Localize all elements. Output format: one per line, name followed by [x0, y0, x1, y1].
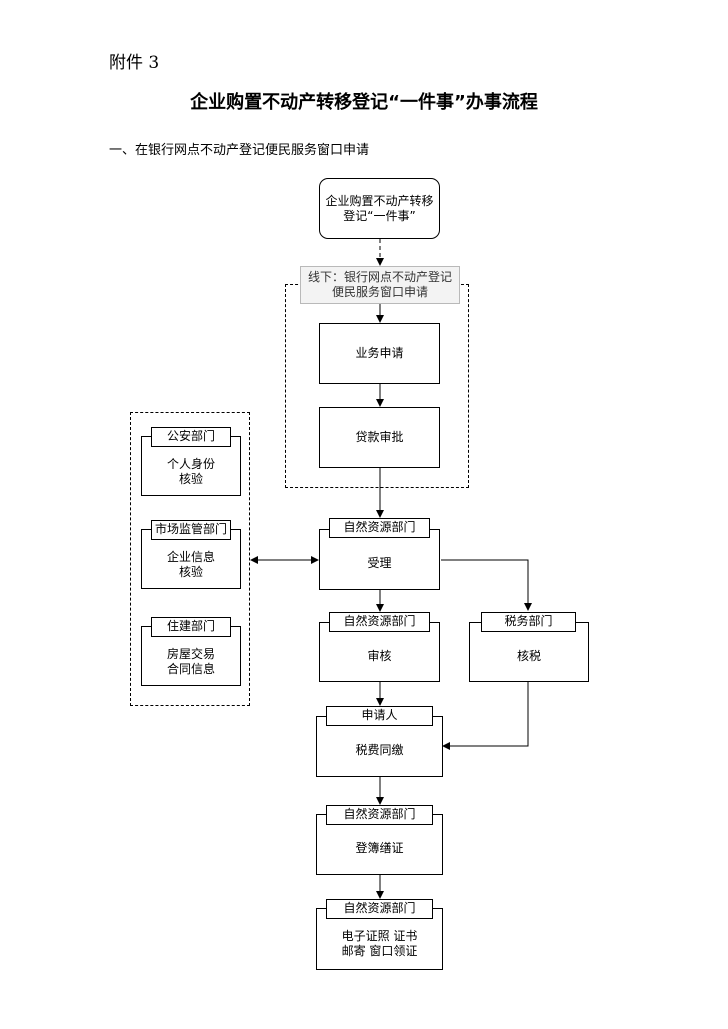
accept-step-text: 受理: [367, 556, 392, 570]
certificate-dept-tag: 自然资源部门: [326, 899, 433, 919]
business-apply-text: 业务申请: [355, 346, 404, 360]
certificate-step-text: 电子证照 证书邮寄 窗口领证: [341, 929, 418, 958]
offline-channel-label: 线下：银行网点不动产登记便民服务窗口申请: [300, 266, 460, 304]
tax-check-step: 核税: [469, 622, 589, 682]
tax-dept-tag: 税务部门: [481, 612, 576, 632]
payment-step: 税费同缴: [316, 716, 443, 777]
tax-check-text: 核税: [516, 648, 541, 663]
start-node-text: 企业购置不动产转移登记“一件事”: [325, 193, 434, 223]
enterprise-dept-tag: 市场监管部门: [151, 520, 231, 540]
arrow-tax-to-payment: [442, 682, 529, 750]
registration-step-text: 登簿缮证: [355, 841, 404, 855]
loan-approval-step: 贷款审批: [319, 407, 440, 468]
registration-dept-tag: 自然资源部门: [326, 805, 433, 825]
business-apply-step: 业务申请: [319, 323, 440, 384]
attachment-label: 附件 3: [109, 53, 160, 73]
accept-dept-tag: 自然资源部门: [329, 518, 430, 538]
identity-dept-tag: 公安部门: [151, 427, 231, 447]
offline-channel-text: 线下：银行网点不动产登记便民服务窗口申请: [307, 270, 452, 299]
document-title: 企业购置不动产转移登记“一件事”办事流程: [190, 92, 538, 113]
identity-check-text: 个人身份核验: [166, 457, 215, 486]
loan-approval-text: 贷款审批: [355, 430, 404, 444]
start-node: 企业购置不动产转移登记“一件事”: [319, 178, 440, 239]
housing-dept-tag: 住建部门: [151, 617, 231, 637]
review-dept-tag: 自然资源部门: [329, 612, 430, 632]
section-heading: 一、在银行网点不动产登记便民服务窗口申请: [109, 143, 370, 158]
payment-step-text: 税费同缴: [355, 743, 404, 757]
review-step: 审核: [319, 622, 440, 682]
enterprise-check-text: 企业信息核验: [166, 550, 215, 579]
housing-check-text: 房屋交易合同信息: [166, 647, 215, 676]
review-step-text: 审核: [367, 648, 392, 663]
payment-dept-tag: 申请人: [326, 706, 433, 726]
accept-step: 受理: [319, 529, 440, 590]
verification-group: [130, 412, 250, 706]
arrow-accept-to-tax: [441, 559, 532, 611]
